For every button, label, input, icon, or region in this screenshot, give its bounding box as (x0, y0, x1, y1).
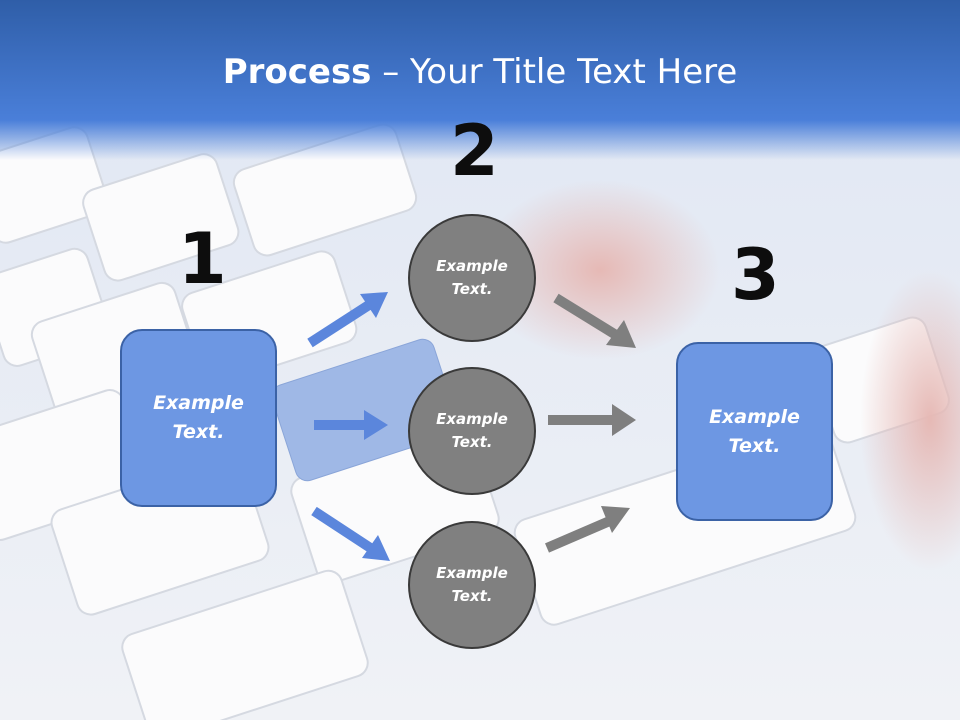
blue-arrow-down-icon (311, 506, 390, 561)
step-2-circle-bottom: Example Text. (408, 521, 536, 649)
step-3-text: Example Text. (709, 405, 800, 457)
title-bold-part: Process (222, 52, 372, 92)
slide-title: Process – Your Title Text Here (0, 52, 960, 92)
gray-arrow-down-icon (553, 293, 636, 348)
step-1-text: Example Text. (153, 392, 244, 443)
step-1-box: Example Text. (120, 329, 277, 507)
step-3-box: Example Text. (676, 342, 833, 521)
title-rest-part: – Your Title Text Here (371, 52, 738, 92)
step-number-2: 2 (450, 110, 499, 192)
gray-arrow-up-icon (545, 506, 630, 553)
step-number-3: 3 (731, 234, 780, 316)
blue-arrow-up-icon (307, 292, 388, 348)
step-2-circle-top-text: Example Text. (436, 257, 508, 298)
blue-arrow-right-icon (314, 410, 388, 440)
step-2-circle-middle-text: Example Text. (436, 410, 508, 451)
step-number-1: 1 (178, 218, 227, 300)
step-2-circle-middle: Example Text. (408, 367, 536, 495)
step-2-circle-top: Example Text. (408, 214, 536, 342)
step-2-circle-bottom-text: Example Text. (436, 564, 508, 605)
gray-arrow-right-icon (548, 404, 636, 436)
